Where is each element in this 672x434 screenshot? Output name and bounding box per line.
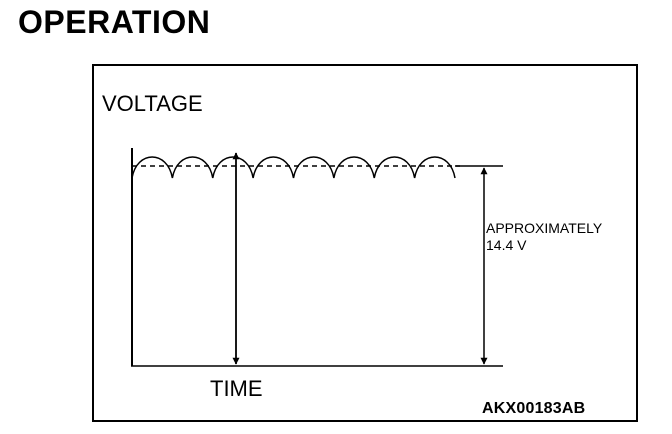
page-title: OPERATION — [18, 4, 211, 40]
ripple-waveform — [131, 156, 456, 179]
ripple-arcs — [131, 156, 456, 179]
annotation-line-2: 14.4 V — [486, 237, 527, 253]
x-axis-label: TIME — [210, 376, 263, 401]
figure-frame — [92, 64, 638, 422]
y-axis-label: VOLTAGE — [102, 91, 203, 116]
annotation-line-1: APPROXIMATELY — [486, 220, 603, 236]
voltage-annotation: APPROXIMATELY 14.4 V — [486, 220, 636, 254]
figure-code: AKX00183AB — [482, 400, 586, 417]
